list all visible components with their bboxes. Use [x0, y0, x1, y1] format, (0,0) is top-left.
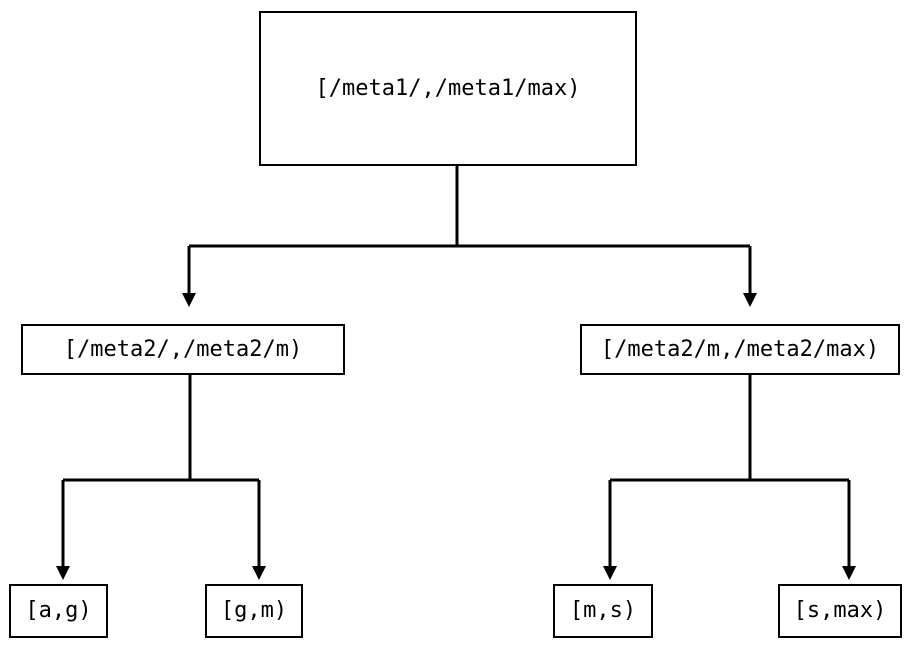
node-leaf-gm[interactable]: [g,m) [205, 584, 303, 638]
node-leaf-smax[interactable]: [s,max) [778, 584, 902, 638]
node-leaf-smax-label: [s,max) [793, 598, 887, 623]
node-root-label: [/meta1/,/meta1/max) [315, 75, 581, 101]
node-leaf-ms-label: [m,s) [569, 598, 637, 623]
node-root[interactable]: [/meta1/,/meta1/max) [259, 11, 637, 166]
node-mid-right[interactable]: [/meta2/m,/meta2/max) [580, 324, 900, 375]
node-mid-right-label: [/meta2/m,/meta2/max) [600, 336, 880, 362]
node-leaf-ms[interactable]: [m,s) [553, 584, 653, 638]
arrowhead-down-icon [842, 566, 856, 580]
node-leaf-gm-label: [g,m) [220, 598, 288, 623]
arrowhead-down-icon [252, 566, 266, 580]
node-mid-left-label: [/meta2/,/meta2/m) [63, 336, 303, 362]
node-leaf-ag-label: [a,g) [25, 598, 92, 623]
arrowhead-down-icon [603, 566, 617, 580]
arrowhead-down-icon [182, 293, 196, 307]
arrowhead-down-icon [743, 293, 757, 307]
arrowhead-down-icon [56, 566, 70, 580]
node-mid-left[interactable]: [/meta2/,/meta2/m) [21, 324, 345, 375]
node-leaf-ag[interactable]: [a,g) [9, 584, 108, 638]
